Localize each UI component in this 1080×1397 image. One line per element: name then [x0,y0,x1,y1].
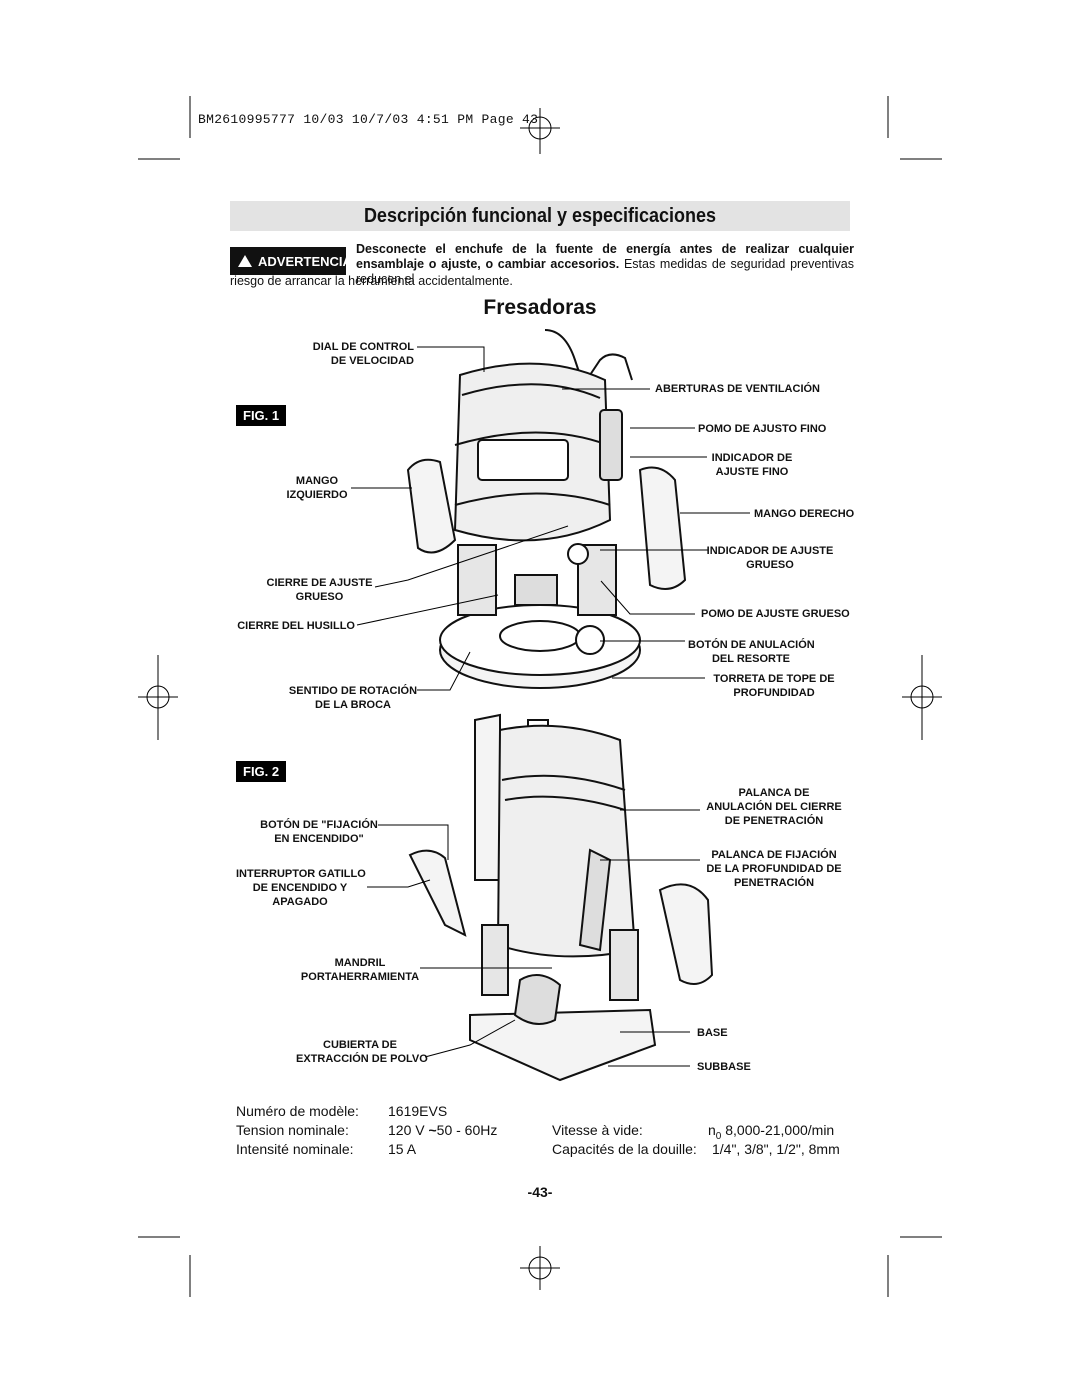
warning-bold-text: Desconecte el enchufe de la fuente de en… [356,242,854,271]
label-line: DE ENCENDIDO Y [252,882,348,894]
warning-badge: ADVERTENCIA [230,247,352,275]
fig2-label-base: BASE [697,1026,728,1040]
spec-speed-label: Vitesse à vide: [552,1122,643,1138]
spec-model-label: Numéro de modèle: [236,1103,359,1119]
router-fig1-drawing [406,329,687,689]
label-line: INDICADOR DE AJUSTE [706,545,834,557]
fig1-label-spring-release: BOTÓN DE ANULACIÓN DEL RESORTE [688,638,815,666]
registration-marks [138,108,942,1290]
section-subtitle: Fresadoras [483,296,597,319]
label-line: BOTÓN DE ANULACIÓN [688,639,815,651]
voltage-value: 120 V [388,1122,425,1138]
fig1-label-coarse-lock: CIERRE DE AJUSTE GRUESO [262,576,377,604]
label-line: INDICADOR DE [711,452,793,464]
label-line: APAGADO [272,896,328,908]
label-line: DE VELOCIDAD [330,355,414,367]
label-line: DE LA BROCA [315,699,391,711]
label-line: DE LA PROFUNDIDAD DE [706,863,842,875]
fig2-label-plunge-release: PALANCA DE ANULACIÓN DEL CIERRE DE PENET… [706,786,842,828]
label-line: BASE [697,1027,728,1039]
page-title: Descripción funcional y especificaciones [363,205,717,227]
fig1-label-fine-knob: POMO DE AJUSTO FINO [698,422,826,436]
fig1-label-spindle-lock: CIERRE DEL HUSILLO [237,619,355,633]
fig2-leader-lines [367,809,700,1067]
label-line: EXTRACCIÓN DE POLVO [296,1053,428,1065]
warning-text: Desconecte el enchufe de la fuente de en… [356,242,854,287]
fig1-label-coarse-indicator: INDICADOR DE AJUSTE GRUESO [706,544,834,572]
label-line: PALANCA DE FIJACIÓN [711,849,837,861]
label-line: CIERRE DEL HUSILLO [237,620,355,632]
label-line: GRUESO [295,591,344,603]
fig1-label-fine-indicator: INDICADOR DE AJUSTE FINO [706,451,798,479]
label-line: PORTAHERRAMIENTA [300,971,420,983]
ac-symbol-icon: ~ [428,1122,437,1138]
label-line: PALANCA DE [738,787,810,799]
fig2-label-dust-hood: CUBIERTA DE EXTRACCIÓN DE POLVO [296,1038,428,1066]
warning-icon [238,255,252,267]
fig2-label: FIG. 2 [236,761,287,782]
router-fig2-drawing [408,713,714,1082]
label-line: SENTIDO DE ROTACIÓN [288,685,418,697]
spec-collet-value: 1/4", 3/8", 1/2", 8mm [712,1141,840,1157]
label-line: MANGO [295,475,339,487]
fig1-label: FIG. 1 [236,405,287,426]
spec-current-value: 15 A [388,1141,417,1157]
label-line: GRUESO [746,559,794,571]
label-line: PROFUNDIDAD [733,687,815,699]
spec-speed-value: n0 8,000-21,000/min [708,1122,834,1142]
fig1-label-coarse-knob: POMO DE AJUSTE GRUESO [701,607,850,621]
fig1-label-left-handle: MANGO IZQUIERDO [284,474,350,502]
label-line: DIAL DE CONTROL [312,341,414,353]
label-line: CUBIERTA DE [323,1039,397,1051]
crop-marks [138,96,942,1297]
label-line: MANGO DERECHO [754,508,855,520]
label-line: SUBBASE [697,1061,751,1073]
frequency-value: 50 - 60Hz [436,1122,498,1138]
label-line: IZQUIERDO [286,489,348,501]
fig2-label-lock-on-button: BOTÓN DE "FIJACIÓN EN ENCENDIDO" [258,818,380,846]
label-line: TORRETA DE TOPE DE [713,673,835,685]
spec-voltage-value: 120 V ~50 - 60Hz [388,1122,497,1138]
label-line: ANULACIÓN DEL CIERRE [706,801,842,813]
label-line: CIERRE DE AJUSTE [266,577,373,589]
print-slug: BM2610995777 10/03 10/7/03 4:51 PM Page … [198,112,539,127]
label-line: EN ENCENDIDO" [274,833,364,845]
label-line: PENETRACIÓN [733,877,815,889]
speed-subscript: 0 [715,1130,722,1142]
fig1-label-rotation: SENTIDO DE ROTACIÓN DE LA BROCA [288,684,418,712]
label-line: DE PENETRACIÓN [724,815,824,827]
fig1-label-right-handle: MANGO DERECHO [754,507,854,521]
fig2-label-trigger: INTERRUPTOR GATILLO DE ENCENDIDO Y APAGA… [236,867,366,909]
fig2-label-collet: MANDRIL PORTAHERRAMIENTA [300,956,420,984]
label-line: MANDRIL [334,957,386,969]
label-line: ABERTURAS DE VENTILACIÓN [655,383,821,395]
warning-text-tail: Estas medidas de seguridad preventivas r… [356,257,854,286]
warning-badge-label: ADVERTENCIA [258,253,352,269]
label-line: POMO DE AJUSTE GRUESO [701,608,850,620]
fig1-label-speed-dial: DIAL DE CONTROL DE VELOCIDAD [313,340,414,368]
label-line: INTERRUPTOR GATILLO [236,868,366,880]
warning-text-line2: riesgo de arrancar la herramienta accide… [230,274,513,288]
fig1-label-depth-turret: TORRETA DE TOPE DE PROFUNDIDAD [708,672,840,700]
label-line: POMO DE AJUSTO FINO [698,423,827,435]
label-line: DEL RESORTE [711,653,791,665]
title-bar [230,201,850,231]
spec-current-label: Intensité nominale: [236,1141,354,1157]
speed-prefix: n [708,1122,716,1138]
fig1-leader-lines [351,346,750,691]
page-number: -43- [527,1184,553,1200]
spec-voltage-label: Tension nominale: [236,1122,349,1138]
fig2-label-subbase: SUBBASE [697,1060,751,1074]
speed-value: 8,000-21,000/min [725,1122,835,1138]
spec-collet-label: Capacités de la douille: [552,1141,697,1157]
fig1-label-vents: ABERTURAS DE VENTILACIÓN [655,382,820,396]
fig2-label-depth-lock: PALANCA DE FIJACIÓN DE LA PROFUNDIDAD DE… [706,848,842,890]
spec-model-value: 1619EVS [388,1103,448,1119]
label-line: BOTÓN DE "FIJACIÓN [260,819,378,831]
label-line: AJUSTE FINO [715,466,789,478]
